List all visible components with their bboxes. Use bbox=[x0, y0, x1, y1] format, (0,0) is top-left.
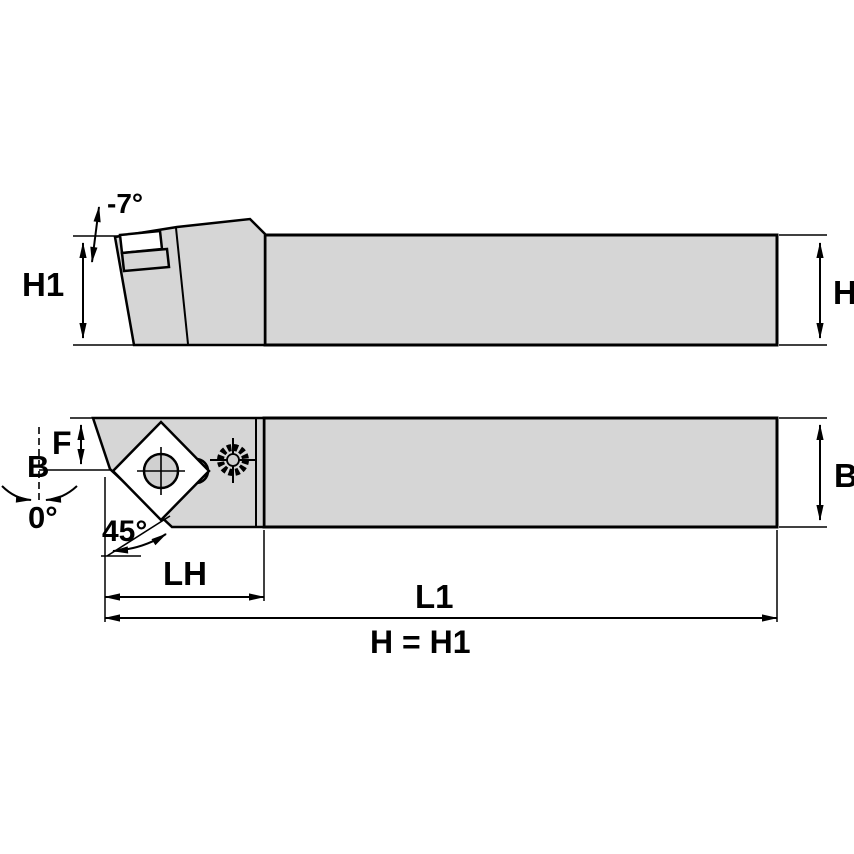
f-label: F bbox=[52, 425, 72, 461]
lead-angle-label: 0° bbox=[28, 500, 58, 535]
side-view bbox=[73, 206, 827, 347]
side-head-inner-line bbox=[175, 227, 189, 345]
side-shank bbox=[263, 233, 779, 347]
lh-label: LH bbox=[163, 555, 207, 592]
footer-note: H = H1 bbox=[370, 624, 471, 660]
lead-angle-arc-right bbox=[45, 485, 78, 503]
h1-label: H1 bbox=[22, 266, 65, 303]
h-label: H bbox=[833, 274, 854, 311]
side-shim bbox=[120, 247, 171, 273]
clamp-screw-knurl bbox=[217, 444, 249, 476]
rake-angle-arrow bbox=[90, 206, 101, 263]
lead-angle-arc-left bbox=[1, 485, 32, 503]
plan-view bbox=[1, 416, 827, 622]
tip-b-label: B bbox=[27, 449, 50, 484]
rake-angle-label: -7° bbox=[107, 188, 144, 219]
plan-shank bbox=[262, 416, 779, 529]
clamp-screw-center bbox=[226, 453, 240, 467]
corner-angle-arc bbox=[112, 533, 167, 554]
b-label: B bbox=[834, 457, 854, 494]
corner-angle-label: 45° bbox=[102, 515, 148, 548]
l1-label: L1 bbox=[415, 578, 454, 615]
